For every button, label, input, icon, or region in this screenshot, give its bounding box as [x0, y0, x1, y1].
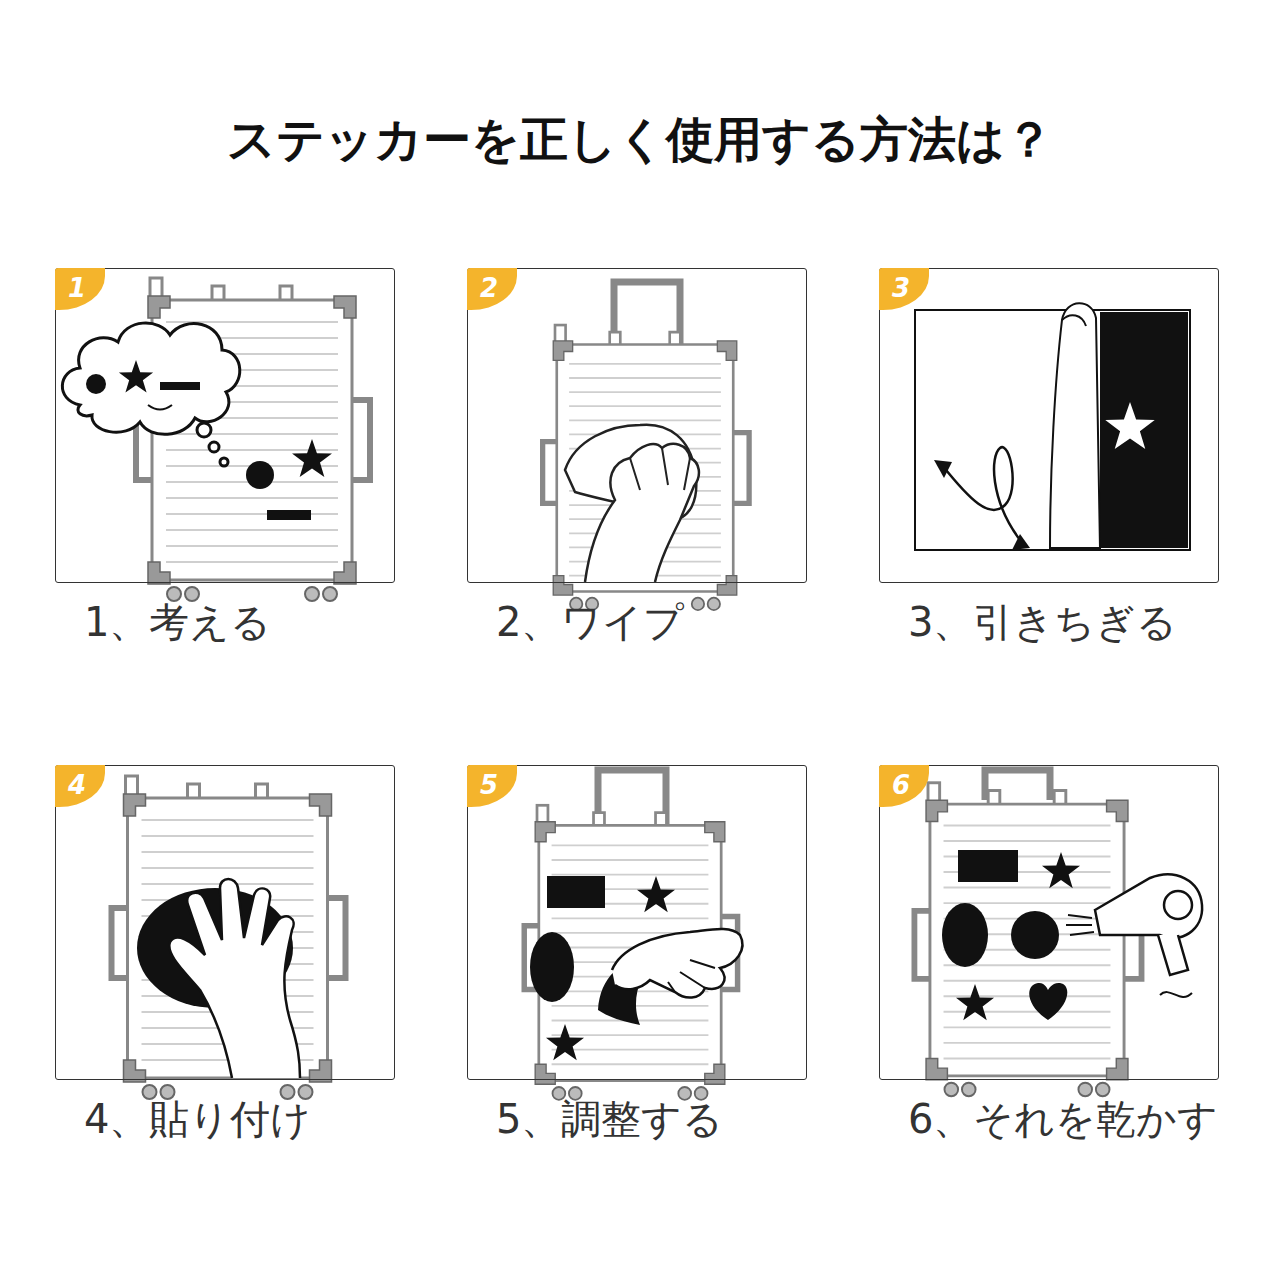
step-caption: 6、それを乾かす: [908, 1095, 1218, 1143]
step-badge: 1: [55, 268, 105, 310]
step-number: 6: [892, 770, 910, 800]
step-panel: 4、貼り付け4: [55, 765, 395, 1080]
page-title: ステッカーを正しく使用する方法は？: [0, 108, 1280, 172]
step-badge: 4: [55, 765, 105, 807]
step-number: 3: [892, 273, 910, 303]
step-panel: 1、考える1: [55, 268, 395, 583]
step-caption: 4、貼り付け: [84, 1095, 311, 1143]
step-badge: 2: [467, 268, 517, 310]
step-badge: 5: [467, 765, 517, 807]
step-panel: 6、それを乾かす6: [879, 765, 1219, 1080]
step-caption: 2、ワイプ: [496, 598, 684, 646]
step-number: 4: [68, 770, 86, 800]
step-caption: 5、調整する: [496, 1095, 723, 1143]
step-badge: 6: [879, 765, 929, 807]
step-number: 5: [480, 770, 498, 800]
step-number: 2: [480, 273, 498, 303]
step-badge: 3: [879, 268, 929, 310]
step-panel: 2、ワイプ2: [467, 268, 807, 583]
step-panel: 3、引きちぎる3: [879, 268, 1219, 583]
step-panel: 5、調整する5: [467, 765, 807, 1080]
step-number: 1: [68, 273, 86, 303]
step-caption: 1、考える: [84, 598, 271, 646]
step-caption: 3、引きちぎる: [908, 598, 1177, 646]
